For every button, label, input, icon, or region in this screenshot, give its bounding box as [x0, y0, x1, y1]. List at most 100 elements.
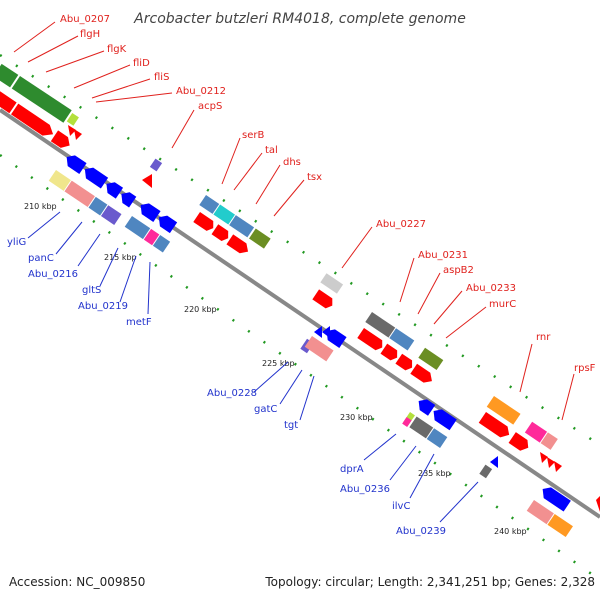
cds-arrow	[542, 487, 571, 512]
reverse-strand-features	[48, 155, 573, 538]
cog-bar	[11, 76, 72, 123]
cog-bar	[526, 500, 554, 525]
cds-arrow	[540, 452, 548, 463]
cds-arrow	[554, 461, 562, 472]
scale-label: 215 kbp	[104, 253, 137, 262]
gene-label: dhs	[283, 157, 301, 168]
gene-label: Abu_0216	[28, 269, 78, 280]
cds-arrow	[508, 432, 529, 451]
cds-arrow	[106, 182, 124, 199]
cds-arrow	[142, 174, 152, 188]
cog-bar	[402, 416, 412, 427]
scale-label: 230 kbp	[340, 413, 373, 422]
reverse-gene-labels: yliG panC Abu_0216 gltS Abu_0219 metF Ab…	[7, 211, 479, 537]
cog-bar	[66, 112, 79, 126]
cds-arrow	[490, 456, 498, 468]
gene-label: acpS	[198, 101, 222, 112]
cds-arrow	[121, 192, 137, 208]
cds-arrow	[326, 329, 347, 348]
gene-label: serB	[242, 130, 264, 141]
cds-arrow	[478, 412, 510, 438]
gene-label: rpsF	[574, 363, 596, 374]
cog-bar	[0, 63, 19, 88]
gene-label: tal	[265, 145, 278, 156]
cog-bar	[540, 432, 558, 450]
cog-bar	[213, 204, 236, 225]
scale-labels: 210 kbp 215 kbp 220 kbp 225 kbp 230 kbp …	[24, 202, 527, 536]
gene-label: Abu_0239	[396, 526, 446, 537]
gene-label: panC	[28, 253, 54, 264]
cog-bar	[365, 312, 396, 338]
scale-label: 240 kbp	[494, 527, 527, 536]
gene-label: Abu_0219	[78, 301, 128, 312]
cds-arrow	[410, 363, 432, 383]
cog-bar	[547, 513, 573, 538]
scale-label: 210 kbp	[24, 202, 57, 211]
cds-arrow	[226, 234, 249, 254]
cds-arrow	[84, 167, 109, 189]
gene-label: gatC	[254, 404, 277, 415]
gene-label: murC	[489, 299, 516, 310]
cds-arrow	[193, 212, 214, 231]
cds-arrow	[596, 496, 600, 512]
cds-arrow	[11, 103, 54, 136]
cds-arrow	[314, 326, 322, 338]
gene-label: Abu_0231	[418, 250, 468, 261]
gene-label: Abu_0228	[207, 388, 257, 399]
gene-label: ilvC	[392, 501, 410, 512]
gene-label: Abu_0207	[60, 14, 110, 25]
forward-strand-features	[0, 63, 600, 512]
cog-bar	[320, 273, 344, 294]
cds-arrow	[158, 215, 178, 234]
gene-label: tsx	[307, 172, 322, 183]
gene-label: gltS	[82, 285, 101, 296]
gene-label: rnr	[536, 332, 551, 343]
map-title: Arcobacter butzleri RM4018, complete gen…	[133, 11, 466, 27]
cog-bar	[152, 235, 171, 253]
cds-arrow	[0, 91, 17, 114]
cds-arrow	[547, 457, 555, 468]
cog-bar	[100, 205, 122, 225]
gene-label: fliD	[133, 58, 150, 69]
cds-arrow	[433, 409, 457, 431]
gene-label: flgH	[80, 29, 100, 40]
cog-bar	[479, 464, 493, 479]
cds-arrow	[395, 353, 413, 371]
cds-arrow	[380, 343, 398, 361]
forward-gene-labels: Abu_0207 flgH flgK fliD fliS Abu_0212 ac…	[13, 14, 596, 421]
gene-label: flgK	[107, 44, 127, 55]
cog-bar	[143, 228, 160, 246]
cog-bar	[199, 195, 220, 214]
gene-label: fliS	[154, 72, 169, 83]
cog-bar	[409, 416, 434, 439]
cds-arrow	[312, 289, 333, 309]
cog-bar	[88, 196, 108, 216]
cog-bar	[249, 228, 271, 249]
gene-label: metF	[126, 317, 152, 328]
cog-bar	[124, 216, 151, 240]
gene-label: tgt	[284, 420, 298, 431]
cog-bar	[304, 336, 334, 362]
cds-arrow	[357, 328, 383, 351]
cds-arrow	[140, 203, 161, 222]
cog-bar	[389, 328, 415, 351]
gene-label: yliG	[7, 237, 26, 248]
cog-bar	[524, 421, 548, 443]
cog-bar	[486, 396, 521, 425]
gene-label: Abu_0227	[376, 219, 426, 230]
inner-tick-track	[0, 153, 600, 582]
gene-label: Abu_0233	[466, 283, 516, 294]
scale-label: 235 kbp	[418, 469, 451, 478]
gene-label: aspB2	[443, 265, 474, 276]
cog-bar	[418, 347, 444, 371]
cds-arrow	[418, 399, 436, 416]
cog-bar	[426, 428, 448, 448]
scale-label: 220 kbp	[184, 305, 217, 314]
cds-arrow	[74, 129, 82, 140]
cog-bar	[64, 180, 95, 208]
gene-label: Abu_0212	[176, 86, 226, 97]
accession-text: Accession: NC_009850	[9, 575, 145, 589]
scale-label: 225 kbp	[262, 359, 295, 368]
gene-label: Abu_0236	[340, 484, 390, 495]
